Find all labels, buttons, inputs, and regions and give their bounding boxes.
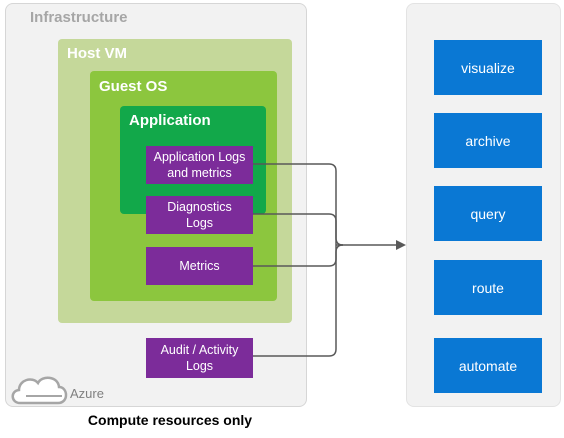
- diagram-caption: Compute resources only: [87, 412, 253, 428]
- host-vm-title: Host VM: [67, 45, 127, 62]
- archive-box: archive: [434, 113, 542, 168]
- guest-os-title: Guest OS: [99, 78, 168, 95]
- automate-box: automate: [434, 338, 542, 393]
- connector-diagnostics-logs: [253, 213, 337, 245]
- application-title: Application: [129, 112, 211, 129]
- infrastructure-title: Infrastructure: [30, 9, 128, 26]
- azure-label: Azure: [70, 386, 104, 401]
- connector-metrics: [253, 245, 337, 267]
- metrics-box: Metrics: [146, 247, 253, 285]
- audit-activity-logs-box: Audit / Activity Logs: [146, 338, 253, 378]
- query-box: query: [434, 186, 542, 241]
- connector-audit-logs: [253, 244, 344, 357]
- visualize-box: visualize: [434, 40, 542, 95]
- connector-application-logs: [253, 163, 344, 246]
- application-logs-box: Application Logs and metrics: [146, 146, 253, 184]
- azure-cloud-icon: [11, 376, 68, 405]
- route-box: route: [434, 260, 542, 315]
- diagnostics-logs-box: Diagnostics Logs: [146, 196, 253, 234]
